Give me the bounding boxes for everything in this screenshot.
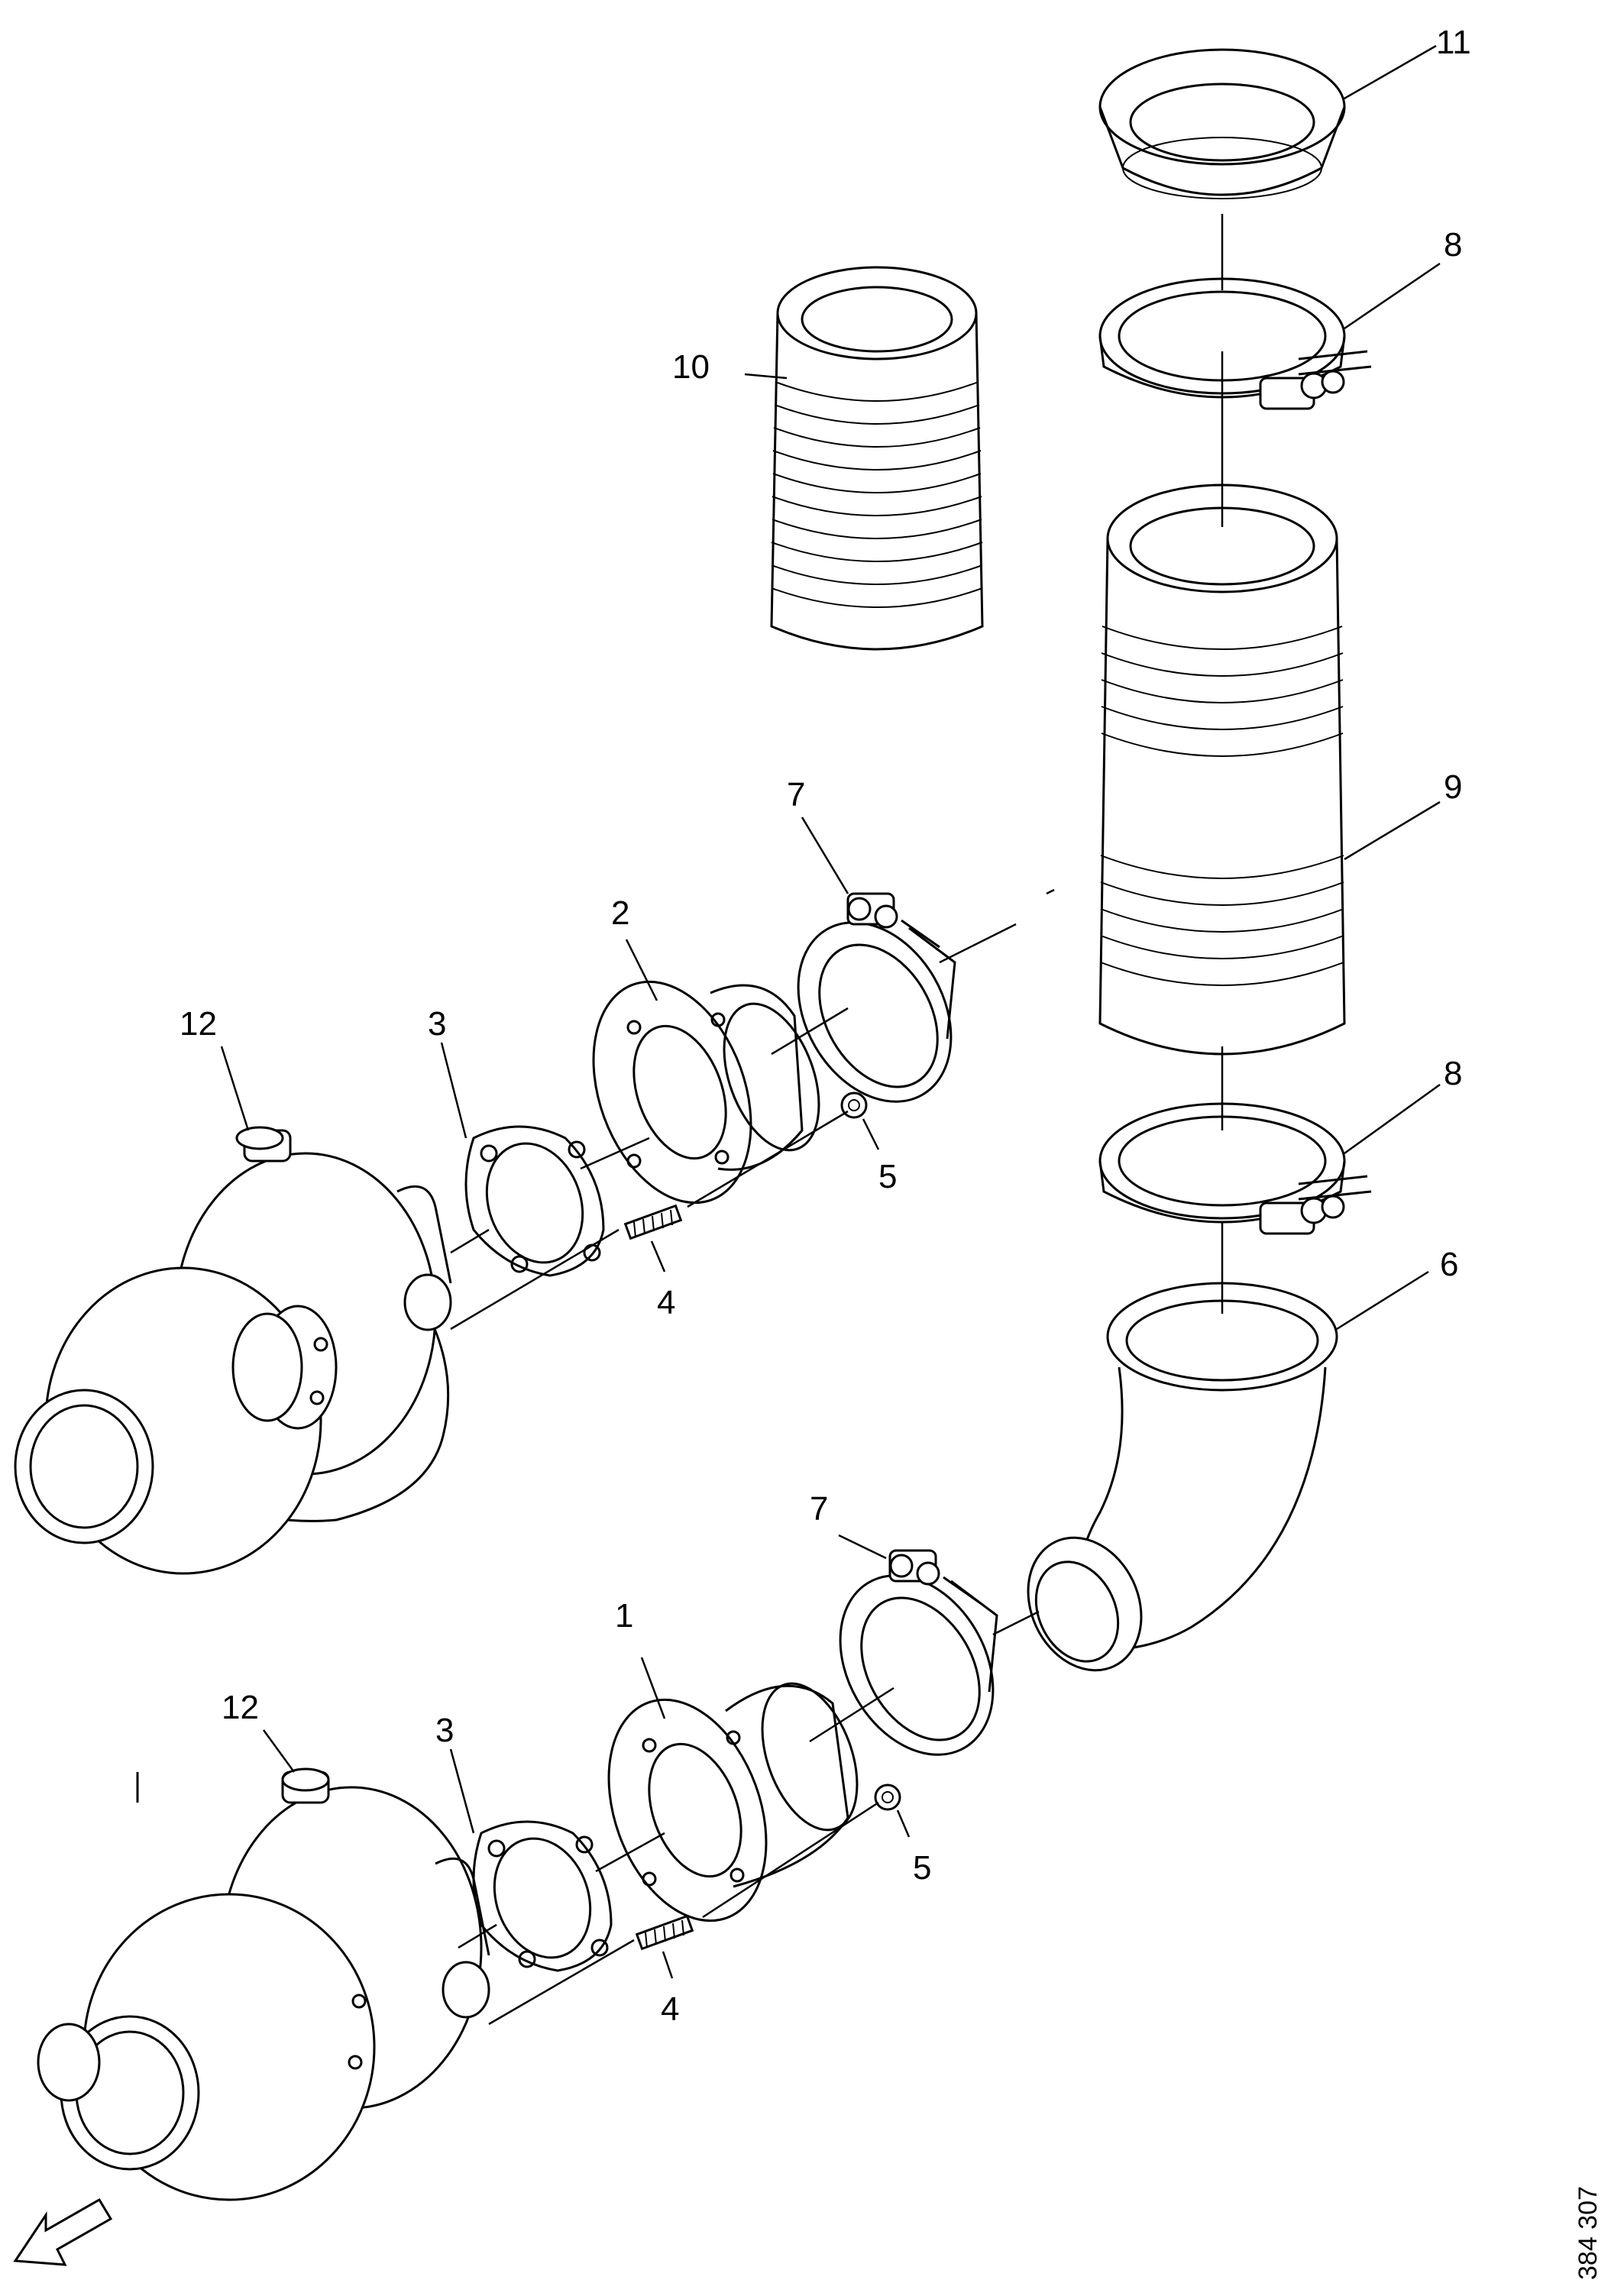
- label-part-12-upper: 12: [180, 1005, 217, 1043]
- part-12-lower-turbocharger: [37, 1767, 490, 2201]
- part-6-elbow: [1027, 1282, 1338, 1672]
- part-11-seal-ring: [1098, 48, 1346, 199]
- label-part-8-upper: 8: [1444, 226, 1462, 264]
- label-part-7-upper: 7: [787, 776, 805, 813]
- assembly-lines: [450, 214, 1224, 2026]
- label-part-3-lower: 3: [435, 1712, 454, 1749]
- label-part-4-lower: 4: [661, 1990, 679, 2028]
- label-part-1: 1: [615, 1597, 633, 1635]
- label-part-12-lower: 12: [222, 1689, 259, 1726]
- part-10-bellows: [770, 266, 984, 651]
- part-3-upper-gasket: [464, 1125, 605, 1277]
- label-part-2: 2: [611, 894, 629, 932]
- label-part-6: 6: [1440, 1246, 1458, 1283]
- label-part-8-lower: 8: [1444, 1055, 1462, 1092]
- part-labels: 11 8 10 9 8 6 7 7 2 1 3 3 4 4 5 5 12 12: [180, 24, 1471, 2028]
- drawing-reference-number: 384 307: [1574, 2186, 1603, 2280]
- label-part-7-lower: 7: [810, 1490, 828, 1528]
- part-1-lower-flange: [607, 1682, 859, 1922]
- label-part-3-upper: 3: [428, 1005, 446, 1043]
- part-12-upper-turbocharger: [14, 1126, 452, 1575]
- part-7-lower-clamp: [839, 1549, 998, 1756]
- label-leaders: [220, 44, 1441, 1979]
- label-part-5-upper: 5: [878, 1158, 897, 1195]
- part-9-flex-pipe: [1098, 483, 1346, 1056]
- exhaust-direction-arrow: [13, 2197, 113, 2266]
- part-7-upper-clamp: [797, 892, 956, 1103]
- label-part-11: 11: [1436, 24, 1471, 61]
- part-4-upper-stud: [623, 1204, 683, 1240]
- label-part-10: 10: [672, 348, 710, 386]
- part-8-lower-clamp: [1098, 1102, 1372, 1235]
- label-part-5-lower: 5: [913, 1849, 931, 1887]
- label-part-4-upper: 4: [657, 1284, 675, 1321]
- part-3-lower-gasket: [472, 1820, 613, 1972]
- part-4-lower-stud: [635, 1914, 694, 1951]
- part-8-upper-clamp: [1098, 277, 1372, 410]
- label-part-9: 9: [1444, 768, 1462, 806]
- part-2-upper-flange: [592, 980, 820, 1205]
- part-5-lower-nut: [874, 1783, 901, 1811]
